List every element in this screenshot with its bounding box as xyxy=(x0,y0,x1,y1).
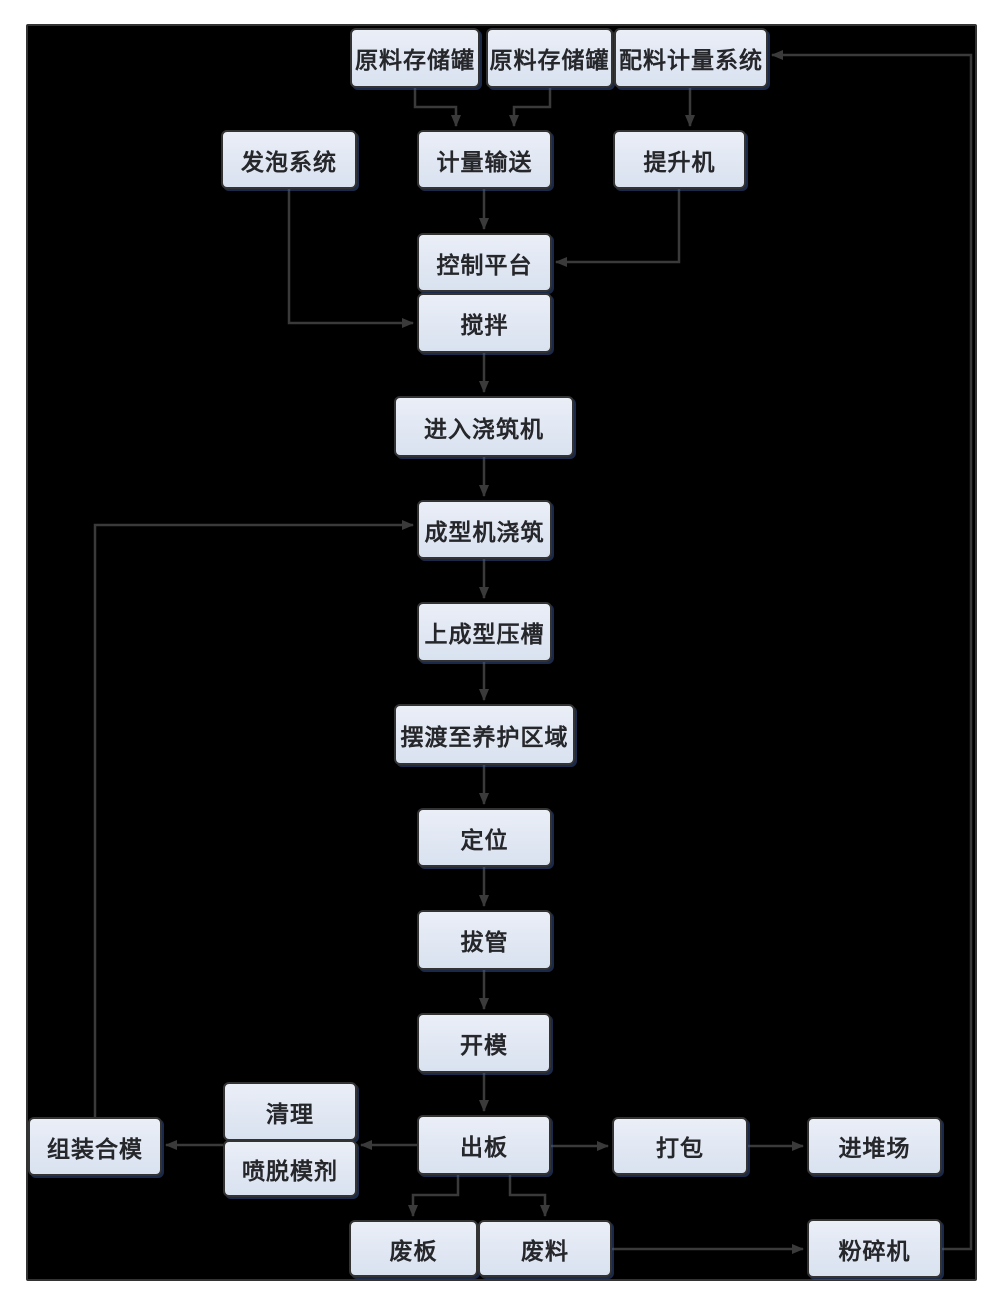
node-board-output: 出板 xyxy=(417,1115,551,1175)
node-batching-metering-system: 配料计量系统 xyxy=(614,28,768,88)
node-crusher: 粉碎机 xyxy=(807,1219,942,1278)
node-metering-conveying: 计量输送 xyxy=(417,130,552,189)
node-mixing: 搅拌 xyxy=(417,293,552,353)
node-enter-pouring-machine: 进入浇筑机 xyxy=(394,396,574,457)
node-forming-press-groove: 上成型压槽 xyxy=(417,602,552,662)
node-tube-pulling: 拔管 xyxy=(417,910,552,970)
node-packing: 打包 xyxy=(612,1117,748,1175)
node-foaming-system: 发泡系统 xyxy=(221,130,357,189)
node-raw-material-tank-1: 原料存储罐 xyxy=(350,28,480,88)
node-molding-machine-pouring: 成型机浇筑 xyxy=(417,500,552,559)
node-control-platform: 控制平台 xyxy=(417,233,552,292)
node-hoist: 提升机 xyxy=(613,130,746,189)
node-ferry-to-curing-area: 摆渡至养护区域 xyxy=(394,704,575,765)
node-waste-board: 废板 xyxy=(349,1220,478,1277)
node-raw-material-tank-2: 原料存储罐 xyxy=(486,28,613,88)
node-mold-opening: 开模 xyxy=(417,1013,551,1073)
node-stock-yard: 进堆场 xyxy=(807,1117,942,1175)
node-assemble-mold-closing: 组装合模 xyxy=(28,1117,162,1176)
node-spray-release-agent: 喷脱模剂 xyxy=(223,1140,357,1197)
node-positioning: 定位 xyxy=(417,808,552,867)
node-waste-material: 废料 xyxy=(478,1220,612,1277)
node-cleaning: 清理 xyxy=(223,1082,357,1141)
